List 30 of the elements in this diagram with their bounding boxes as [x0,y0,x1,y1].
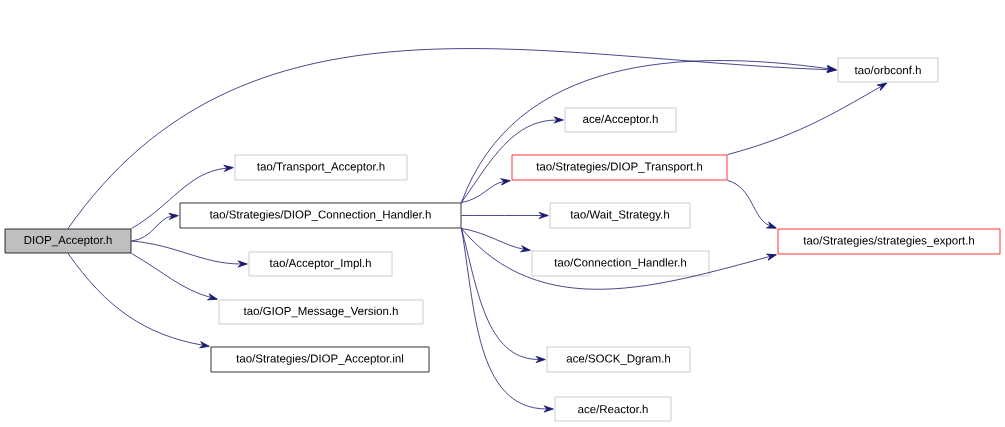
file-box: tao/Connection_Handler.h [531,250,710,277]
arrow [727,180,777,229]
arrow [461,178,511,203]
file-box: tao/Transport_Acceptor.h [234,154,408,181]
arrow [67,253,210,349]
file-box: ace/Acceptor.h [564,107,677,133]
file-box: tao/GIOP_Message_Version.h [218,299,424,325]
arrow [131,212,179,242]
file-box: tao/orbconf.h [837,57,939,83]
file-box: tao/Wait_Strategy.h [549,202,691,229]
file-box: ace/SOCK_Dgram.h [546,346,691,373]
arrow [67,48,837,229]
arrow [461,228,554,413]
file-box: tao/Strategies/DIOP_Transport.h [511,154,728,181]
file-box: ace/Reactor.h [554,396,672,422]
arrow [461,228,777,290]
file-box: DIOP_Acceptor.h [4,228,132,254]
file-box: tao/Strategies/DIOP_Acceptor.inl [210,346,430,373]
file-box: tao/Strategies/strategies_export.h [777,228,1001,255]
arrow [131,164,234,229]
arrow [131,240,248,268]
arrow [461,228,546,363]
file-box: tao/Acceptor_Impl.h [248,251,393,277]
arrow [131,253,218,301]
arrow [461,116,564,203]
file-box: tao/Strategies/DIOP_Connection_Handler.h [179,202,462,229]
arrow [727,82,888,155]
arrow [461,60,837,203]
arrow [461,228,531,253]
arrow [461,211,549,219]
